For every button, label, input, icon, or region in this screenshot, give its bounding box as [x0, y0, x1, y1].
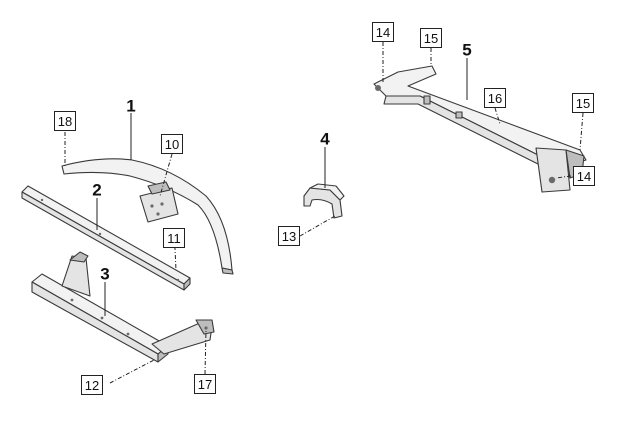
callout-box-11: 11: [163, 228, 185, 248]
callout-box-15-right: 15: [572, 93, 594, 113]
callout-part-4: 4: [320, 129, 330, 149]
callout-box-17: 17: [194, 374, 216, 394]
part-2-long-bar: [21, 185, 191, 291]
leader-lines: [64, 42, 584, 384]
callout-box-18: 18: [54, 111, 76, 131]
callout-part-5: 5: [462, 40, 472, 60]
callout-part-1: 1: [126, 96, 136, 116]
callout-box-16: 16: [484, 88, 506, 108]
callout-box-12: 12: [81, 375, 103, 395]
callout-part-2: 2: [92, 180, 102, 200]
part-4-small-bracket: [303, 183, 345, 219]
part-3-bracket-bar: [31, 251, 215, 363]
callout-box-15-top: 15: [420, 28, 442, 48]
callout-box-13: 13: [278, 226, 300, 246]
callout-box-10: 10: [161, 134, 183, 154]
part-5-cross-member: [373, 65, 587, 193]
callout-box-14-right: 14: [573, 166, 595, 186]
callout-box-14-top: 14: [372, 22, 394, 42]
callout-part-3: 3: [100, 264, 110, 284]
